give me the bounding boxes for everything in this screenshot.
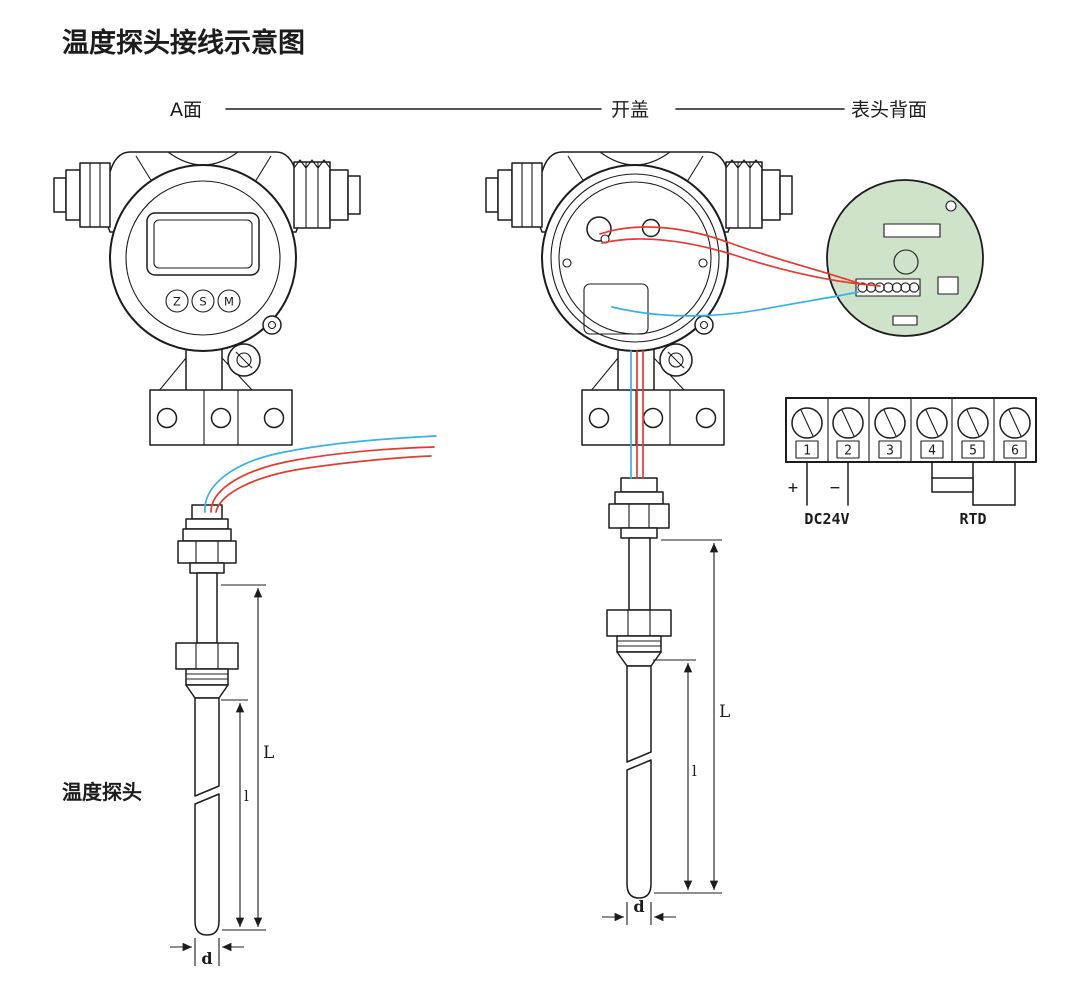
dim-d-left: d bbox=[201, 949, 212, 968]
rtd-label: RTD bbox=[959, 510, 986, 528]
page-title: 温度探头接线示意图 bbox=[62, 27, 305, 59]
pcb-circle bbox=[826, 179, 984, 337]
screw-left bbox=[562, 258, 572, 268]
blue-wires bbox=[204, 291, 859, 513]
button-m: M bbox=[217, 289, 241, 313]
terminal-1: 1 bbox=[791, 407, 823, 459]
left-probe-dimensions: L l d bbox=[170, 584, 274, 968]
power-label: DC24V bbox=[804, 510, 849, 528]
dim-d-right: d bbox=[633, 897, 644, 916]
terminal-block: 1 2 3 4 5 6 bbox=[785, 397, 1037, 463]
terminal-5: 5 bbox=[957, 407, 989, 459]
red-wires bbox=[210, 226, 881, 513]
minus-sign: − bbox=[830, 478, 840, 498]
rtd-element bbox=[931, 477, 974, 493]
lcd-display bbox=[146, 212, 260, 276]
left-probe bbox=[175, 504, 239, 936]
right-probe-dimensions: L l d bbox=[602, 539, 730, 925]
dim-l-right: l bbox=[692, 762, 697, 780]
svg-text:5: 5 bbox=[969, 444, 977, 459]
terminal-3: 3 bbox=[874, 407, 906, 459]
svg-text:2: 2 bbox=[844, 444, 852, 459]
pcb-hole bbox=[945, 200, 957, 212]
pcb-component-small bbox=[892, 315, 918, 326]
dim-l-left: l bbox=[244, 787, 249, 805]
button-s: S bbox=[191, 289, 215, 313]
terminal-6: 6 bbox=[999, 407, 1031, 459]
label-open-cover: 开盖 bbox=[611, 99, 649, 121]
section-header: A面 开盖 表头背面 bbox=[170, 99, 927, 121]
pcb-terminal-strip bbox=[855, 278, 921, 297]
terminal-2: 2 bbox=[832, 407, 864, 459]
dim-L-right: L bbox=[719, 702, 730, 722]
pcb-center-hole bbox=[893, 249, 919, 275]
plus-sign: + bbox=[788, 478, 798, 498]
dim-L-left: L bbox=[263, 743, 274, 763]
terminal-4: 4 bbox=[916, 407, 948, 459]
svg-text:6: 6 bbox=[1011, 444, 1019, 459]
inner-panel bbox=[583, 283, 649, 335]
pcb-chip bbox=[937, 276, 959, 295]
right-transmitter-shell bbox=[485, 151, 793, 446]
power-annotation: + − DC24V bbox=[788, 461, 850, 528]
label-front-view: A面 bbox=[170, 99, 202, 121]
svg-text:4: 4 bbox=[928, 444, 936, 459]
left-transmitter-shell bbox=[53, 151, 361, 446]
label-meter-back: 表头背面 bbox=[851, 99, 927, 121]
button-z: Z bbox=[165, 289, 189, 313]
svg-text:M: M bbox=[224, 295, 234, 309]
svg-text:Z: Z bbox=[173, 295, 181, 309]
svg-text:1: 1 bbox=[803, 444, 811, 459]
svg-text:3: 3 bbox=[886, 444, 894, 459]
svg-text:S: S bbox=[199, 295, 206, 309]
pcb-board bbox=[826, 179, 984, 337]
probe-label: 温度探头 bbox=[62, 780, 142, 804]
rtd-annotation: RTD bbox=[931, 461, 1016, 528]
left-transmitter-face: Z S M bbox=[125, 180, 281, 336]
right-transmitter-inside bbox=[550, 173, 720, 343]
pcb-component bbox=[883, 223, 941, 238]
right-probe bbox=[606, 477, 672, 899]
screw-right bbox=[698, 258, 708, 268]
